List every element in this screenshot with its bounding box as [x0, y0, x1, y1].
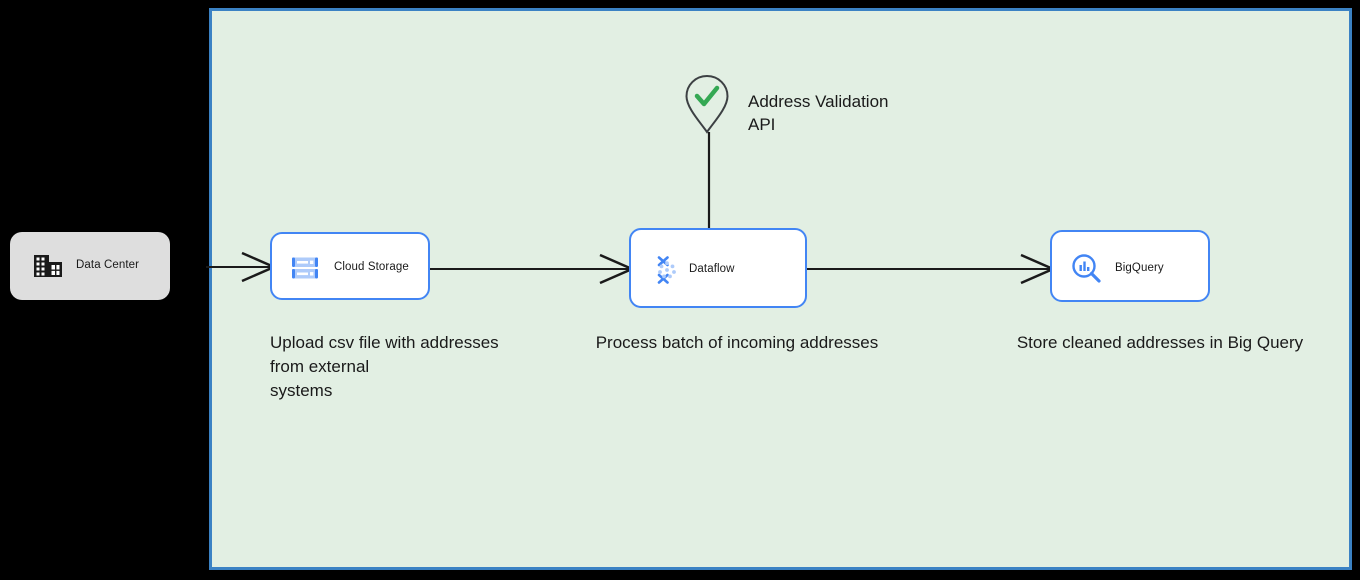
map-pin-check-icon — [685, 74, 729, 134]
connector-api-to-dataflow — [707, 132, 711, 232]
node-label-bigquery: BigQuery — [1115, 262, 1164, 274]
building-icon — [32, 250, 64, 282]
connector-cloud-storage-to-dataflow — [428, 253, 634, 285]
caption-upload: Upload csv file with addresses from exte… — [270, 333, 499, 400]
caption-process: Process batch of incoming addresses — [595, 333, 879, 352]
node-dataflow[interactable]: Dataflow — [629, 228, 807, 308]
node-label-dataflow: Dataflow — [689, 263, 735, 275]
connector-datacenter-to-cloud-storage — [206, 251, 276, 283]
caption-store: Store cleaned addresses in Big Query — [1016, 333, 1304, 352]
node-label-cloud-storage: Cloud Storage — [334, 261, 409, 273]
node-bigquery[interactable]: BigQuery — [1050, 230, 1210, 302]
node-data-center[interactable]: Data Center — [10, 232, 170, 300]
node-cloud-storage[interactable]: Cloud Storage — [270, 232, 430, 300]
bigquery-icon — [1070, 252, 1102, 284]
connector-dataflow-to-bigquery — [805, 253, 1055, 285]
dataflow-icon — [651, 254, 683, 286]
node-label-data-center: Data Center — [76, 259, 140, 271]
address-validation-api-label: Address Validation API — [748, 92, 889, 134]
cloud-storage-icon — [290, 253, 320, 283]
